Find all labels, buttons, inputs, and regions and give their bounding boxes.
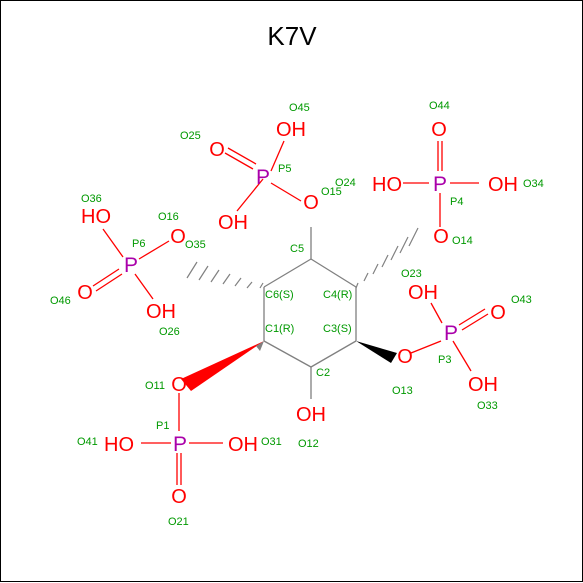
carbon-ring — [263, 227, 357, 399]
atom-o15: O — [303, 192, 319, 214]
label-p6: P6 — [132, 238, 145, 250]
p1-bonds — [141, 393, 223, 485]
p5-bonds — [224, 140, 302, 212]
atom-o46: O — [77, 282, 93, 304]
label-o46: O46 — [50, 295, 71, 307]
atom-o12: OH — [296, 404, 326, 426]
p6-bonds — [92, 228, 170, 300]
bond-c6-c5 — [263, 258, 312, 288]
label-p1: P1 — [156, 420, 169, 432]
label-o16: O16 — [158, 211, 179, 223]
label-o12: O12 — [298, 438, 319, 450]
atom-o21: O — [171, 486, 187, 508]
atom-o11: O — [171, 374, 187, 396]
atom-o13: O — [397, 346, 413, 368]
atom-p6: P — [124, 254, 138, 277]
atom-o41: HO — [104, 434, 134, 456]
wedge-bond-c1-base — [256, 341, 264, 351]
label-c3: C3(S) — [323, 323, 352, 335]
atom-o31: OH — [228, 434, 258, 456]
label-p4: P4 — [450, 196, 463, 208]
label-o34: O34 — [523, 178, 544, 190]
wedge-bond-c3-o13 — [356, 341, 397, 363]
hashed-bond-c4-o14 — [355, 227, 419, 289]
label-o44: O44 — [429, 100, 450, 112]
p3-bonds — [410, 302, 489, 372]
atom-o36: HO — [81, 206, 111, 228]
label-o31: O31 — [261, 436, 282, 448]
label-o11: O11 — [145, 380, 165, 392]
oxygen-atoms: OH O OH O O HO OH O HO O O OH OH O O OH … — [77, 119, 518, 508]
label-o35: O35 — [185, 239, 206, 251]
atom-p5: P — [256, 166, 270, 189]
label-c5: C5 — [290, 243, 304, 255]
label-o43: O43 — [511, 294, 532, 306]
atom-o16: O — [170, 226, 186, 248]
atom-o14: O — [433, 226, 449, 248]
atom-p3: P — [444, 322, 458, 345]
atom-o33: OH — [468, 374, 498, 396]
label-o41: O41 — [77, 436, 98, 448]
label-p5: P5 — [278, 163, 291, 175]
label-o36: O36 — [81, 193, 102, 205]
label-o23: O23 — [401, 268, 422, 280]
bond-c2-c1 — [263, 340, 312, 368]
atom-p4: P — [433, 173, 447, 196]
atom-o25: O — [209, 139, 225, 161]
diagram-title: K7V — [267, 21, 317, 51]
label-p3: P3 — [438, 354, 451, 366]
atom-labels: O45 O25 P5 O15 O44 O24 P4 O34 O14 O36 O1… — [50, 100, 544, 528]
label-o21: O21 — [168, 516, 189, 528]
atom-o26: OH — [146, 301, 176, 323]
label-o45: O45 — [289, 102, 310, 114]
wedge-bond-c1-o11 — [181, 341, 264, 391]
label-c4: C4(R) — [323, 289, 352, 301]
bond-c3-c2 — [310, 340, 357, 368]
atom-o44: O — [431, 119, 447, 141]
label-o33: O33 — [477, 400, 498, 412]
atom-o45: OH — [276, 119, 306, 141]
label-o24: O24 — [335, 177, 356, 189]
label-o15: O15 — [321, 186, 342, 198]
atom-o23: O — [490, 302, 506, 324]
bond-c5-c4 — [310, 258, 357, 288]
label-o13: O13 — [392, 385, 413, 397]
hashed-bond-c6-o16 — [186, 261, 264, 289]
atom-o35: OH — [218, 212, 248, 234]
label-o25: O25 — [180, 130, 201, 142]
label-c6: C6(S) — [265, 289, 294, 301]
atom-p1: P — [173, 433, 187, 456]
label-c1: C1(R) — [265, 323, 294, 335]
label-o14: O14 — [452, 235, 473, 247]
label-o26: O26 — [159, 326, 180, 338]
p4-bonds — [403, 141, 479, 227]
label-c2: C2 — [316, 367, 330, 379]
atom-o24: HO — [372, 174, 402, 196]
atom-o43: OH — [408, 282, 438, 304]
phosphorus-atoms: P P P P P — [124, 166, 458, 456]
atom-o34: OH — [488, 174, 518, 196]
